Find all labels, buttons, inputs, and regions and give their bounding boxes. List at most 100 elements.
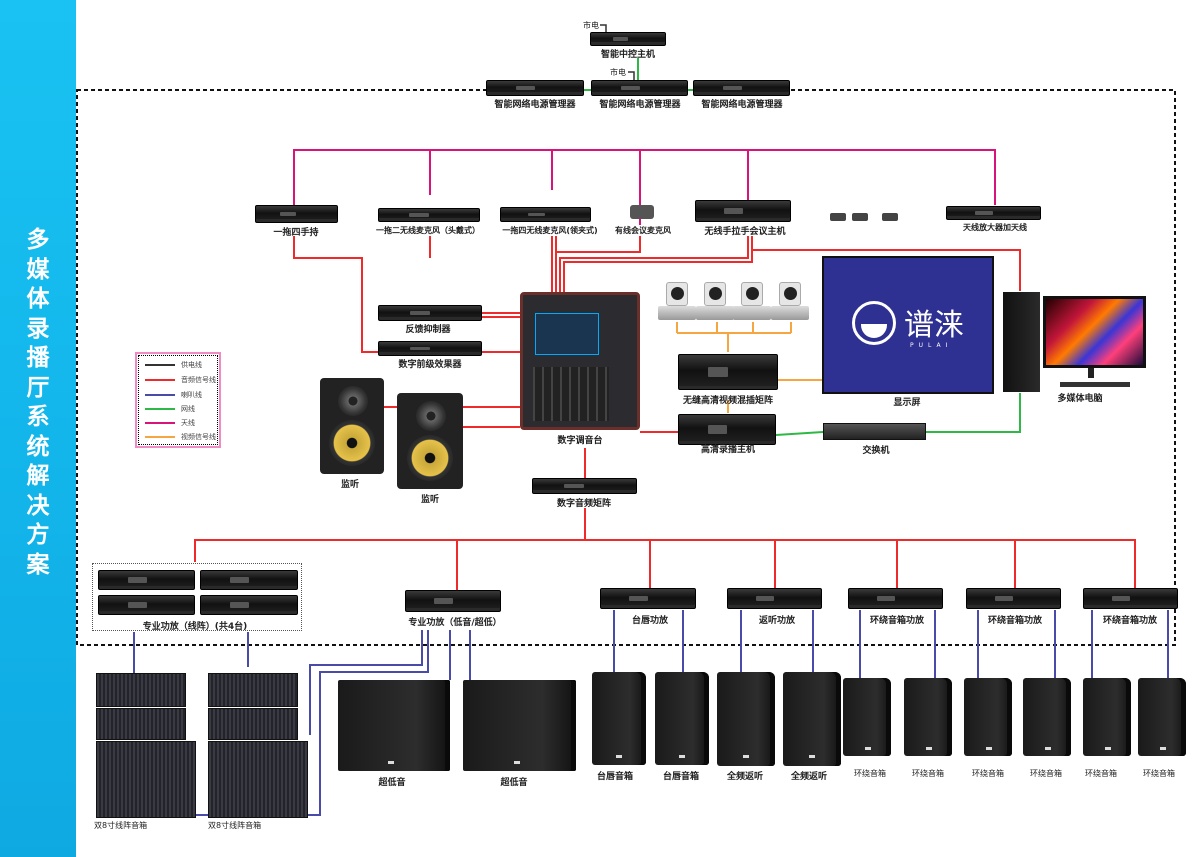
surround-amp-3 (1083, 588, 1178, 609)
wireless-conf-label: 无线手拉手会议主机 (704, 227, 786, 237)
power-manager-3 (693, 80, 790, 96)
central-control-host (590, 32, 666, 46)
line-array-amp (200, 595, 298, 615)
return-amp-label: 返听功放 (758, 616, 796, 626)
surround-speaker (904, 678, 952, 756)
lavalier-label: 一拖四无线麦克风(领夹式) (502, 226, 598, 235)
line-array-amp (200, 570, 298, 590)
line-array-amp-group (92, 563, 302, 631)
surround-speaker-label: 环绕音箱 (912, 769, 944, 778)
keyboard (1060, 382, 1130, 387)
subwoofer-2 (463, 680, 576, 771)
video-matrix (678, 354, 778, 390)
line-array-amp-label: 专业功放（线阵）(共4台) (142, 622, 248, 632)
studio-monitor-2 (397, 393, 463, 489)
stage-speaker-2 (655, 672, 709, 765)
headset-receiver (378, 208, 480, 222)
recording-host (678, 414, 776, 445)
recorder-label: 高清录播主机 (700, 445, 756, 455)
surround-amp-label: 环绕音箱功放 (987, 616, 1043, 626)
ptz-camera-2 (696, 282, 734, 322)
sub-amp-label: 专业功放（低音/超低） (408, 618, 502, 628)
power-manager-label-3: 智能网络电源管理器 (701, 100, 783, 110)
effects-processor (378, 341, 482, 356)
surround-speaker (843, 678, 891, 756)
legend-item: 供电线 (145, 360, 202, 370)
surround-speaker (1023, 678, 1071, 756)
legend-item: 网线 (145, 404, 195, 414)
audio-matrix-label: 数字音频矩阵 (556, 499, 612, 509)
studio-monitor-1 (320, 378, 384, 474)
surround-speaker (964, 678, 1012, 756)
power-manager-label-1: 智能网络电源管理器 (494, 100, 576, 110)
display-screen: 谱涞 PULAI (822, 256, 994, 394)
ptz-camera-3 (733, 282, 771, 322)
gooseneck-mic-3 (882, 213, 898, 221)
line-array-amp (98, 570, 195, 590)
subwoofer-1 (338, 680, 450, 771)
power-manager-1 (486, 80, 584, 96)
ptz-camera-1 (658, 282, 696, 322)
handheld-label: 一拖四手持 (273, 228, 319, 238)
lavalier-receiver (500, 207, 591, 222)
sub-amp (405, 590, 501, 612)
return-speaker-label: 全频返听 (726, 772, 764, 782)
monitor-label-1: 监听 (340, 480, 360, 490)
gooseneck-mic-1 (830, 213, 846, 221)
surround-amp-label: 环绕音箱功放 (869, 616, 925, 626)
surround-speaker (1138, 678, 1186, 756)
line-array-cabinet (208, 708, 298, 740)
line-array-cabinet (208, 673, 298, 707)
ptz-camera-4 (771, 282, 809, 322)
wireless-conf-host (695, 200, 791, 222)
surround-amp-1 (848, 588, 943, 609)
video-lines (676, 322, 822, 413)
central-control-label: 智能中控主机 (600, 50, 656, 60)
surround-speaker-label: 环绕音箱 (1085, 769, 1117, 778)
surround-speaker-label: 环绕音箱 (854, 769, 886, 778)
brand-logo-icon (852, 301, 896, 345)
effects-label: 数字前级效果器 (398, 360, 462, 370)
pc-label: 多媒体电脑 (1057, 394, 1103, 404)
surround-speaker-label: 环绕音箱 (1030, 769, 1062, 778)
feedback-suppressor (378, 305, 482, 321)
legend-item: 天线 (145, 418, 195, 428)
antenna-label: 天线放大器加天线 (963, 223, 1027, 232)
gooseneck-mic-2 (852, 213, 868, 221)
monitor-label-2: 监听 (420, 495, 440, 505)
line-array-sub (208, 741, 308, 818)
surround-amp-2 (966, 588, 1061, 609)
brand-name-en: PULAI (910, 342, 953, 349)
surround-speaker (1083, 678, 1131, 756)
side-banner: 多媒体录播厅系统解决方案 (0, 0, 76, 857)
sub-label-1: 超低音 (378, 778, 406, 788)
display-label: 显示屏 (893, 398, 921, 408)
feedback-label: 反馈抑制器 (405, 325, 451, 335)
headset-label: 一拖二无线麦克风（头戴式） (376, 226, 480, 235)
power-manager-label-2: 智能网络电源管理器 (599, 100, 681, 110)
return-speaker-2 (783, 672, 841, 766)
power-manager-2 (591, 80, 688, 96)
mixer-label: 数字调音台 (557, 436, 603, 446)
legend: 供电线 音频信号线 喇叭线 网线 天线 视频信号线 (135, 352, 221, 448)
mains-label: 市电 (583, 21, 599, 30)
switch-label: 交换机 (862, 446, 890, 456)
legend-item: 视频信号线 (145, 432, 216, 442)
stage-amp-label: 台唇功放 (631, 616, 669, 626)
brand-name: 谱涞 (904, 308, 964, 343)
stage-speaker-label: 台唇音箱 (662, 772, 700, 782)
audio-lines (194, 236, 1136, 590)
stage-speaker-1 (592, 672, 646, 765)
line-array-amp (98, 595, 195, 615)
pc-monitor (1043, 296, 1146, 368)
line-array-label-2: 双8寸线阵音箱 (208, 821, 262, 830)
return-speaker-label: 全频返听 (790, 772, 828, 782)
stage-speaker-label: 台唇音箱 (596, 772, 634, 782)
wired-conf-label: 有线会议麦克风 (615, 226, 671, 235)
audio-matrix (532, 478, 637, 494)
network-switch (823, 423, 926, 440)
video-matrix-label: 无缝高清视频混插矩阵 (682, 396, 774, 406)
digital-mixer (520, 292, 640, 430)
line-array-cabinet (96, 673, 186, 707)
line-array-sub (96, 741, 196, 818)
